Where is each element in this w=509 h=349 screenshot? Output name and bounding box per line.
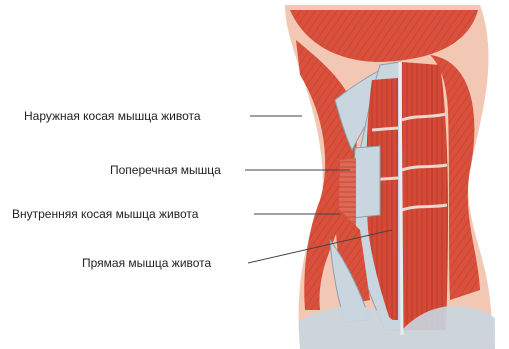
label-rectus-abdominis: Прямая мышца живота: [82, 256, 211, 270]
transverse-muscle-window: [352, 146, 380, 218]
label-external-oblique: Наружная косая мышца живота: [24, 109, 201, 123]
label-transverse-muscle: Поперечная мышца: [110, 163, 221, 177]
label-internal-oblique: Внутренняя косая мышца живота: [12, 207, 198, 221]
rectus-abdominis-right: [402, 62, 448, 330]
linea-alba: [400, 62, 402, 335]
